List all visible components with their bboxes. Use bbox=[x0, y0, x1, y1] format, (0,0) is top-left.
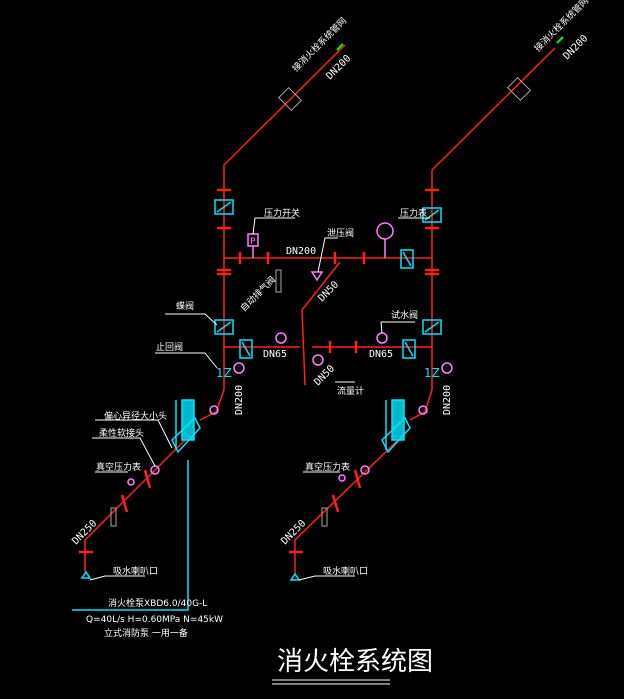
label-dn65-right: DN65 bbox=[369, 349, 393, 360]
label-dn200-top-right: DN200 bbox=[561, 33, 590, 62]
leader-lines bbox=[89, 217, 430, 685]
fire-pumps bbox=[80, 269, 411, 581]
label-relief-valve: 泄压阀 bbox=[327, 227, 354, 239]
flexible-joints-top bbox=[277, 36, 564, 112]
label-test-valve: 试水阀 bbox=[391, 309, 418, 321]
label-dn250-right: DN250 bbox=[279, 518, 308, 547]
label-dn50-lower: DN50 bbox=[312, 363, 337, 388]
label-dn200-horizontal: DN200 bbox=[286, 246, 316, 257]
label-eccentric-reducer: 偏心异径大小头 bbox=[104, 410, 167, 422]
label-suction-bell-left: 吸水喇叭口 bbox=[113, 565, 158, 577]
label-vacuum-gauge-right: 真空压力表 bbox=[305, 461, 350, 473]
svg-text:1Z: 1Z bbox=[216, 366, 232, 380]
butterfly-valves bbox=[214, 199, 442, 335]
label-dn200-riser-left: DN200 bbox=[234, 385, 245, 415]
label-suction-bell-right: 吸水喇叭口 bbox=[323, 565, 368, 577]
label-dn50-upper: DN50 bbox=[316, 279, 341, 304]
label-dn65-left: DN65 bbox=[263, 349, 287, 360]
check-valves: 1Z 1Z bbox=[216, 249, 440, 380]
label-butterfly-valve: 蝶阀 bbox=[176, 300, 194, 312]
pipe-network bbox=[84, 44, 556, 575]
label-pump-model: 消火栓泵XBD6.0/40G-L bbox=[108, 597, 207, 609]
pipe-flanges bbox=[79, 188, 439, 554]
label-pressure-gauge: 压力表 bbox=[400, 207, 427, 219]
label-dn200-riser-right: DN200 bbox=[442, 385, 453, 415]
label-vacuum-gauge-left: 真空压力表 bbox=[96, 461, 141, 473]
label-pump-spec: Q=40L/s H=0.60MPa N=45kW bbox=[86, 615, 223, 625]
label-flexible-joint: 柔性软接头 bbox=[99, 427, 144, 439]
svg-text:P: P bbox=[250, 237, 256, 247]
label-auto-valve: 自动排气阀 bbox=[238, 274, 278, 314]
pump-label-frame bbox=[72, 460, 189, 611]
svg-text:1Z: 1Z bbox=[424, 366, 440, 380]
label-flow-meter: 流量计 bbox=[337, 385, 364, 397]
gauges: P bbox=[127, 222, 453, 486]
diagram-title: 消火栓系统图 bbox=[277, 647, 433, 677]
label-dn200-top-left: DN200 bbox=[324, 53, 353, 82]
label-pump-note: 立式消防泵 一用一备 bbox=[104, 627, 188, 639]
label-pressure-switch: 压力开关 bbox=[264, 207, 300, 219]
label-check-valve: 止回阀 bbox=[156, 341, 183, 353]
